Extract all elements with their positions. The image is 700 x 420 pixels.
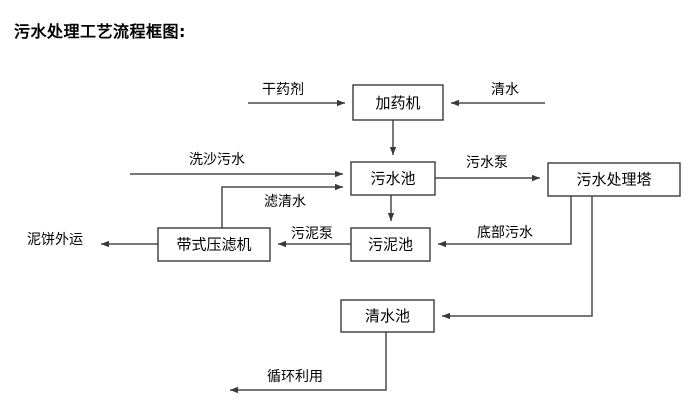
edge-label-wastewater-pump: 污水泵	[466, 155, 508, 171]
node-dosing-machine-box	[352, 84, 444, 121]
node-treatment-tower-label: 污水处理塔	[576, 171, 651, 189]
node-belt-filter-press-label: 带式压滤机	[176, 236, 251, 254]
node-sludge-pool-label: 污泥池	[368, 236, 413, 254]
edge-filtered-water-to-wastewater-pool	[221, 183, 343, 228]
page-title: 污水处理工艺流程框图:	[14, 22, 186, 41]
edge-clean-water-pool-to-recycle	[230, 332, 387, 394]
node-dosing-machine[interactable]: 加药机	[352, 84, 444, 121]
node-clean-water-pool-label: 清水池	[365, 307, 410, 325]
node-clean-water-pool[interactable]: 清水池	[340, 299, 435, 333]
terminal-clean-water-in: 清水	[491, 82, 519, 98]
terminal-sand-wash-wastewater: 洗沙污水	[189, 152, 245, 168]
node-clean-water-pool-box	[340, 299, 435, 333]
terminal-dry-chemical: 干药剂	[262, 82, 304, 98]
edge-label-sludge-pump: 污泥泵	[291, 226, 333, 242]
node-treatment-tower[interactable]: 污水处理塔	[547, 162, 681, 197]
node-wastewater-pool[interactable]: 污水池	[350, 161, 436, 196]
edge-bottom-wastewater-to-sludge-pool	[438, 196, 572, 248]
terminal-mud-cake-out: 泥饼外运	[27, 232, 83, 248]
node-sludge-pool-box	[350, 227, 431, 262]
node-wastewater-pool-label: 污水池	[370, 170, 415, 188]
terminal-recycle-use: 循环利用	[267, 369, 323, 385]
edge-label-bottom-wastewater: 底部污水	[477, 225, 533, 241]
node-sludge-pool[interactable]: 污泥池	[350, 227, 431, 262]
node-wastewater-pool-box	[350, 161, 436, 196]
node-treatment-tower-box	[547, 162, 681, 197]
edge-treatment-tower-to-clean-water-pool	[442, 196, 593, 320]
node-belt-filter-press[interactable]: 带式压滤机	[157, 227, 271, 262]
edge-label-filtered-water: 滤清水	[264, 194, 306, 210]
node-dosing-machine-label: 加药机	[375, 94, 420, 112]
node-belt-filter-press-box	[157, 227, 271, 262]
